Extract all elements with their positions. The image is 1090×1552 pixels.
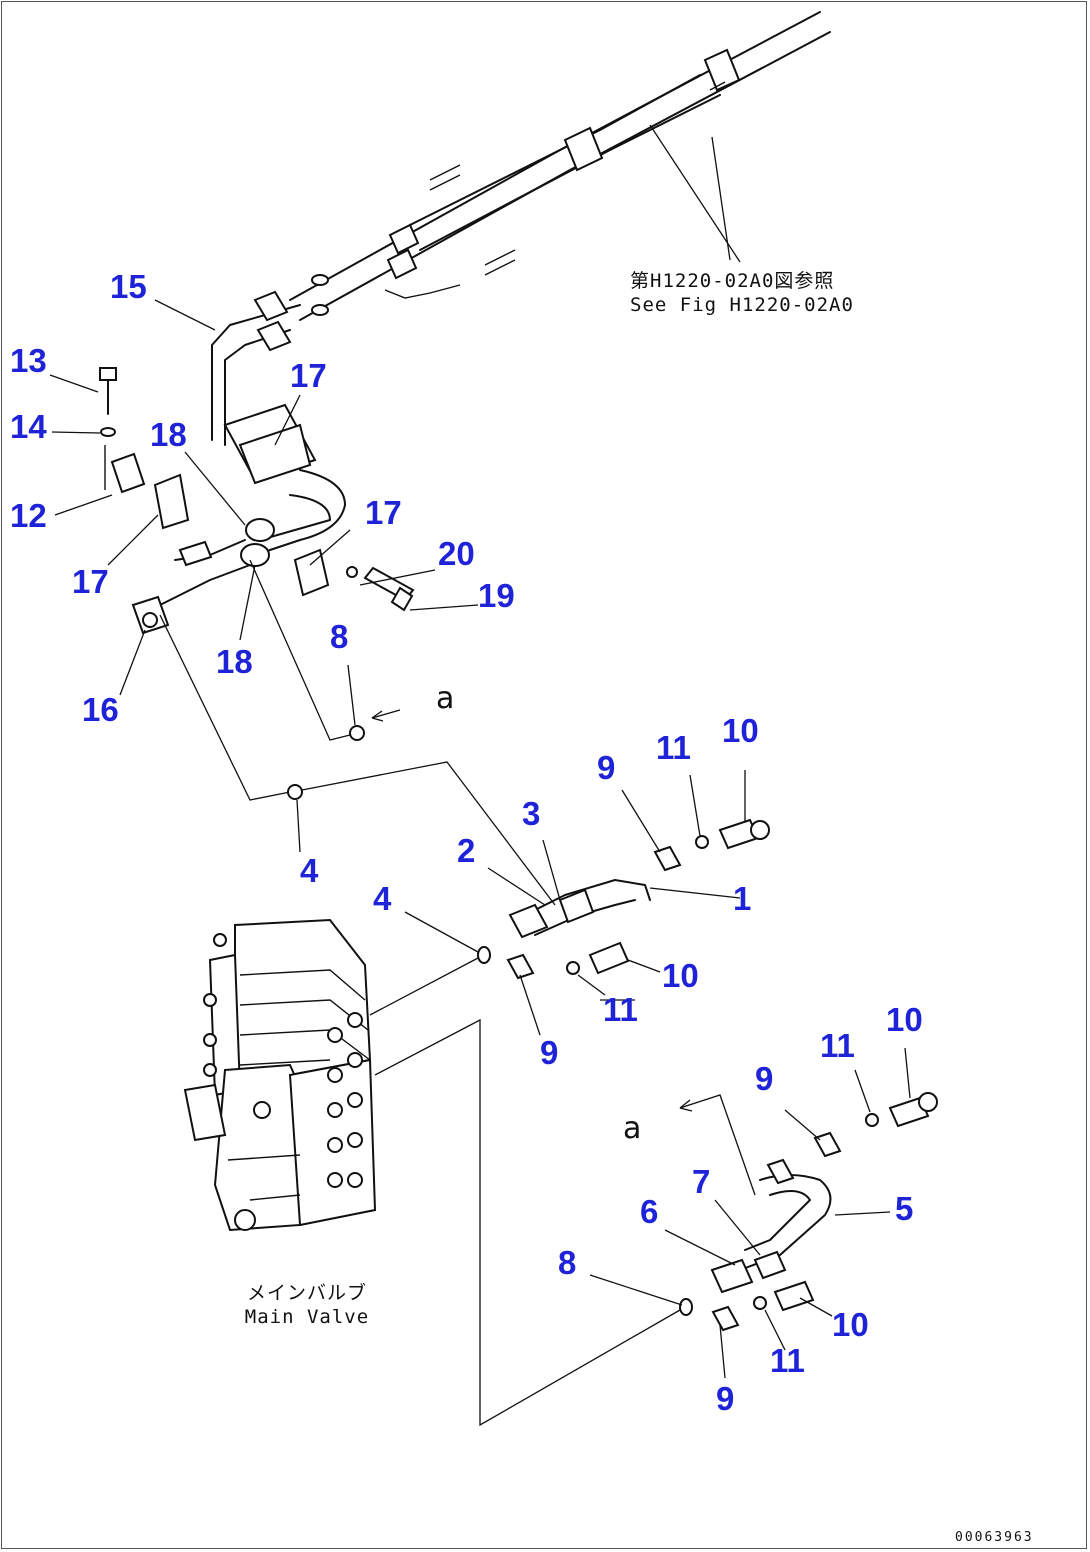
callout-10-d: 10 [832,1306,869,1343]
callout-11-a: 11 [656,729,691,766]
callout-9-c: 9 [755,1060,774,1097]
callout-6: 6 [640,1193,659,1230]
callout-17-b: 17 [365,494,402,531]
callout-18-b: 18 [216,643,253,680]
callout-8-upper: 8 [330,618,349,655]
callout-10-c: 10 [886,1001,923,1038]
callout-9-b: 9 [540,1034,559,1071]
callout-19: 19 [478,577,515,614]
main-valve-label-en: Main Valve [244,1305,370,1328]
main-valve-label: メインバルブ Main Valve [232,1282,382,1330]
hose-1-assembly [506,818,770,980]
upper-hose-bundle [289,11,831,321]
leader-lines [49,124,911,1379]
callout-9-d: 9 [716,1380,735,1417]
connection-mark-a-upper: a [436,681,456,716]
callout-16: 16 [82,691,119,728]
elbow-16 [131,595,170,635]
callout-14: 14 [10,408,47,445]
callout-7: 7 [692,1163,711,1200]
callout-11-b: 11 [603,991,638,1028]
main-valve-label-jp: メインバルブ [246,1282,367,1304]
callout-4-center: 4 [373,880,392,917]
connection-mark-a-lower: a [623,1111,643,1146]
bracket-12 [99,367,146,494]
callout-3: 3 [522,795,541,832]
callout-10-b: 10 [662,957,699,994]
callout-17-c: 17 [72,563,109,600]
reference-note-en: See Fig H1220-02A0 [630,293,854,316]
callout-17-a: 17 [290,357,327,394]
callout-8-lower: 8 [558,1244,577,1281]
callout-20: 20 [438,535,475,572]
reference-note: 第H1220-02A0図参照 See Fig H1220-02A0 [630,270,854,318]
callout-11-c: 11 [820,1027,855,1064]
callout-11-d: 11 [770,1342,805,1379]
drawing-code: 00063963 [955,1530,1034,1545]
callout-12: 12 [10,497,47,534]
callout-5: 5 [895,1190,914,1227]
callout-13: 13 [10,342,47,379]
main-valve-drawing [183,918,377,1232]
callout-10-a: 10 [722,712,759,749]
callout-1: 1 [733,880,752,917]
callout-18-a: 18 [150,416,187,453]
pipe-15 [211,274,329,446]
callout-2: 2 [457,832,476,869]
hose-5-assembly [710,1092,938,1332]
callout-4-left: 4 [300,852,319,889]
callout-15: 15 [110,268,147,305]
callout-9-a: 9 [597,749,616,786]
routing-lines [159,559,756,1427]
bolt-19-washer-20 [346,566,415,612]
clamp-assembly [153,403,346,606]
reference-note-jp: 第H1220-02A0図参照 [630,270,835,292]
